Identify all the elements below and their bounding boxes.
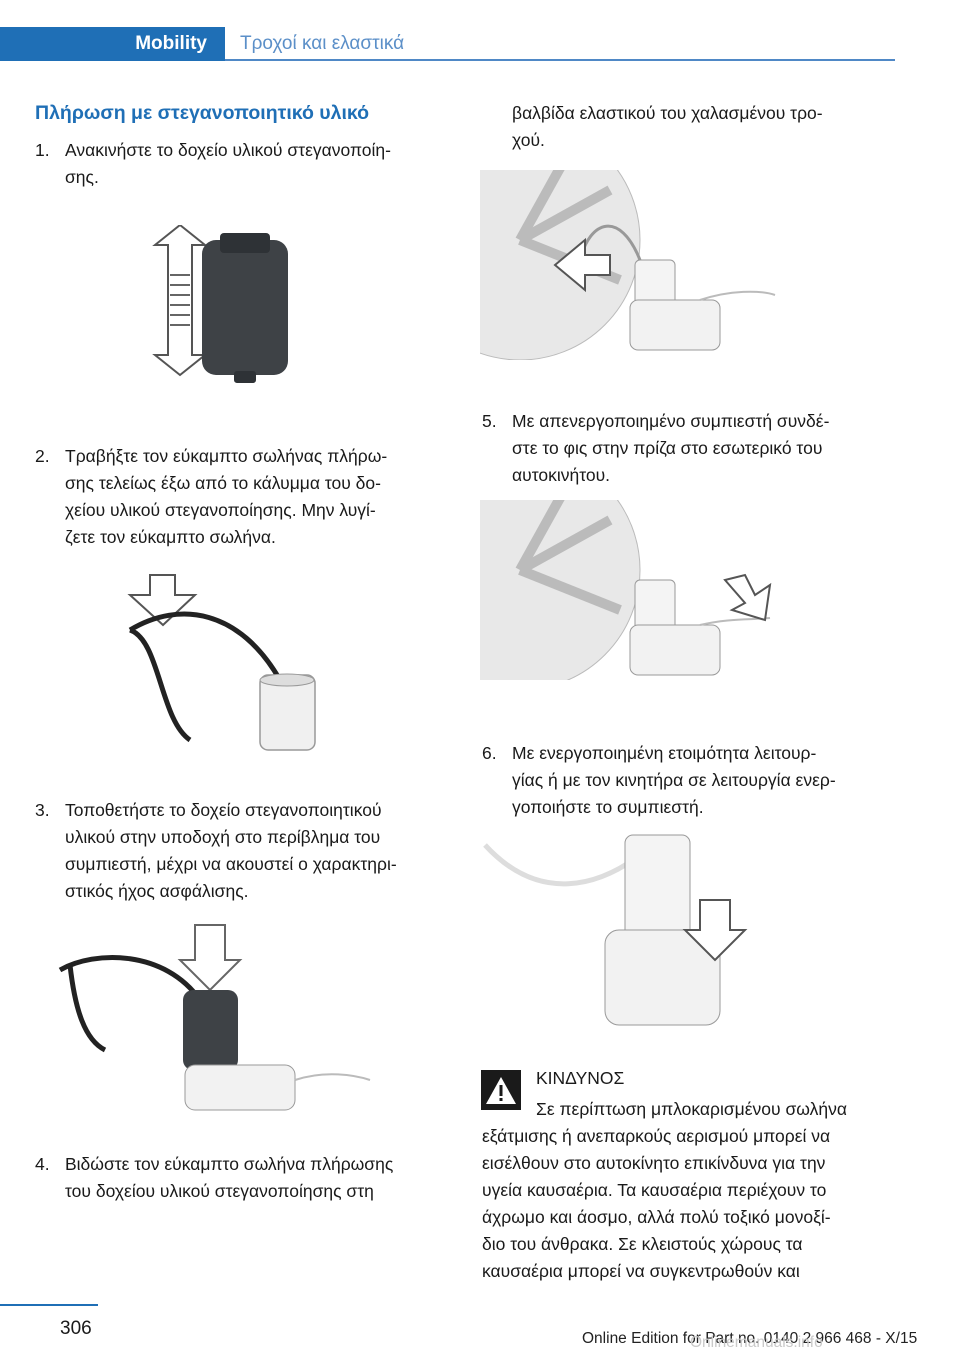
step-line: σης τελείως έξω από το κάλυμμα του δο-: [65, 473, 381, 493]
warning-body: Σε περίπτωση μπλοκαρισμένου σωλήνα εξάτμ…: [482, 1096, 892, 1285]
header-rule: [225, 59, 895, 61]
step-line: συμπιεστή, μέχρι να ακουστεί ο χαρακτηρι…: [65, 854, 397, 874]
switch-on-figure: [483, 834, 748, 1026]
compressor: [629, 624, 721, 676]
down-arrow-icon: [682, 899, 748, 962]
footer-rule: [0, 1304, 98, 1306]
step-number: 1.: [35, 140, 50, 160]
warning-line: εισέλθουν στο αυτοκίνητο επικίνδυνα για …: [482, 1153, 826, 1173]
step-line: σης.: [65, 167, 99, 187]
step-line: χείου υλικού στεγανοποίησης. Μην λυγί-: [65, 500, 376, 520]
arrow-icon: [723, 573, 772, 622]
down-arrow-icon: [127, 574, 198, 627]
up-down-arrow-icon: [152, 225, 208, 377]
hose: [58, 955, 203, 1002]
page-number: 306: [60, 1318, 92, 1339]
chapter-tab: Mobility: [0, 27, 225, 61]
warning-line: Σε περίπτωση μπλοκαρισμένου σωλήνα: [536, 1099, 847, 1119]
compressor: [184, 1064, 296, 1111]
canister: [202, 240, 288, 375]
chapter-label: Mobility: [135, 33, 207, 54]
plug-in-figure: [480, 500, 772, 680]
step-number: 4.: [35, 1154, 50, 1174]
step-number: 3.: [35, 800, 50, 820]
section-title: Τροχοί και ελαστικά: [240, 33, 405, 54]
warning-line: άχρωμο και άοσμο, αλλά πολύ τοξικό μονοξ…: [482, 1207, 831, 1227]
step-line: Βιδώστε τον εύκαμπτο σωλήνα πλήρωσης: [65, 1154, 394, 1174]
arrow-icon: [553, 237, 611, 293]
page-title: Πλήρωση με στεγανοποιητικό υλικό: [35, 102, 370, 124]
step-line: ζετε τον εύκαμπτο σωλήνα.: [65, 527, 276, 547]
warning-line: υγεία καυσαέρια. Τα καυσαέρια περιέχουν …: [482, 1180, 827, 1200]
warning-line: διο του άνθρακα. Σε κλειστούς χώρους τα: [482, 1234, 803, 1254]
edition-note: Online Edition for Part no. 0140 2 966 4…: [582, 1330, 918, 1347]
watermark: Onlinemanuals.info: [690, 1334, 823, 1351]
step-line: βαλβίδα ελαστικού του χαλασμένου τρο-: [512, 103, 823, 123]
warning-line: εξάτμισης ή ανεπαρκούς αερισμού μπορεί ν…: [482, 1126, 831, 1146]
pull-hose-figure: [127, 574, 316, 751]
compressor: [604, 929, 721, 1026]
shake-canister-figure: [152, 225, 288, 383]
hose: [128, 611, 283, 682]
step-line: Με απενεργοποιημένο συμπιεστή συνδέ-: [512, 411, 830, 431]
step-line: του δοχείου υλικού στεγανοποίησης στη: [65, 1181, 374, 1201]
canister: [183, 990, 238, 1070]
down-arrow-icon: [177, 924, 243, 992]
step-line: Τοποθετήστε το δοχείο στεγανοποιητικού: [65, 800, 382, 820]
compressor: [629, 299, 721, 351]
warning-icon: [481, 1070, 521, 1110]
warning-line: καυσαέρια μπορεί να συγκεντρωθούν και: [482, 1261, 800, 1281]
step-line: στε το φις στην πρίζα στο εσωτερικό του: [512, 438, 823, 458]
insert-canister-figure: [58, 924, 371, 1111]
step-line: χού.: [512, 130, 545, 150]
warning-heading: ΚΙΝΔΥΝΟΣ: [536, 1068, 625, 1088]
canister: [624, 834, 691, 946]
step-line: αυτοκινήτου.: [512, 465, 611, 485]
step-number: 5.: [482, 411, 497, 431]
step-line: Ανακινήστε το δοχείο υλικού στεγανοποίη-: [65, 140, 391, 160]
step-number: 2.: [35, 446, 50, 466]
step-line: Με ενεργοποιημένη ετοιμότητα λειτουρ-: [512, 743, 817, 763]
step-number: 6.: [482, 743, 497, 763]
step-line: στικός ήχος ασφάλισης.: [65, 881, 249, 901]
step-line: υλικού στην υποδοχή στο περίβλημα του: [65, 827, 381, 847]
step-line: Τραβήξτε τον εύκαμπτο σωλήνας πλήρω-: [65, 446, 388, 466]
step-line: γίας ή με τον κινητήρα σε λειτουργία ενε…: [512, 770, 836, 790]
step-line: γοποιήστε το συμπιεστή.: [512, 797, 704, 817]
connect-valve-figure: [480, 170, 776, 360]
